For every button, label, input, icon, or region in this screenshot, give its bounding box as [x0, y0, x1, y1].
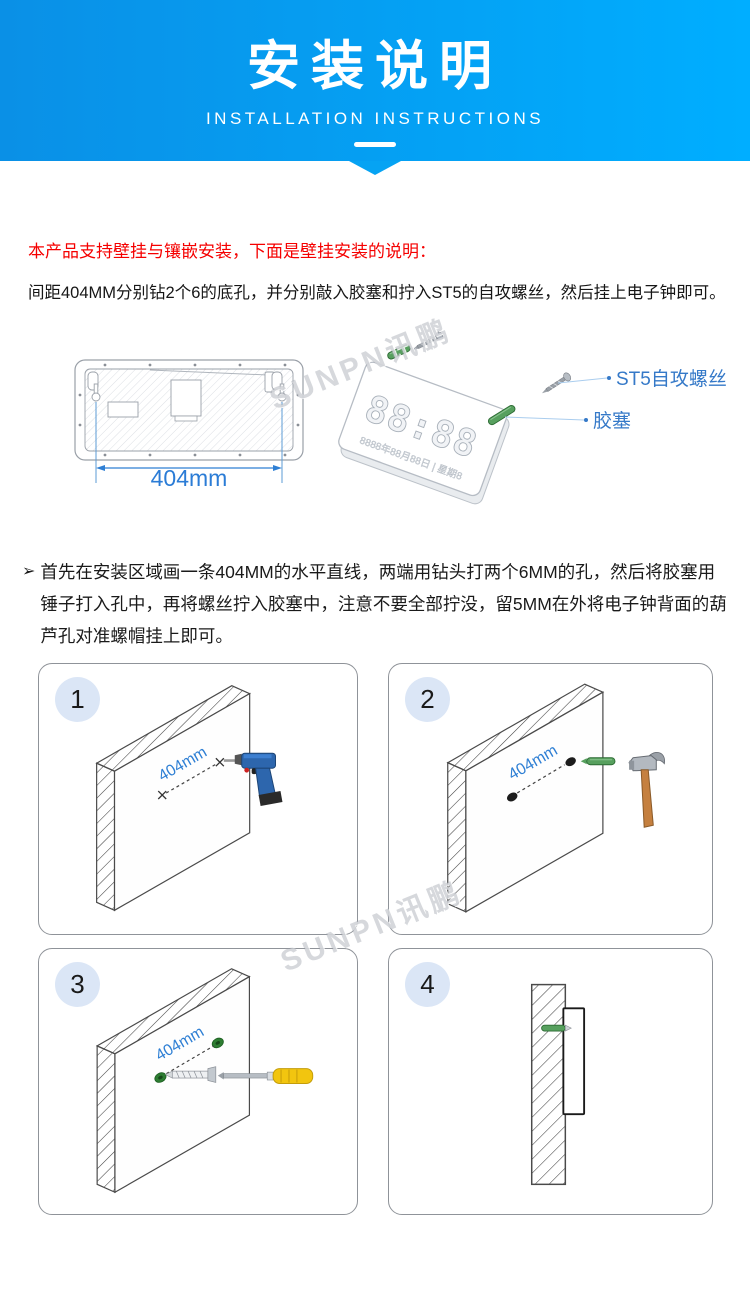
drilled-hole: [565, 757, 576, 767]
keyhole-left: [91, 383, 101, 402]
bullet-arrow-icon: ➢: [22, 563, 36, 580]
hammer-icon: [628, 752, 666, 828]
installed-anchor: [211, 1037, 224, 1049]
step-panels-grid: 1 404mm: [38, 663, 713, 1215]
step-number: 1: [55, 677, 100, 722]
drilled-hole: [507, 792, 518, 802]
step-panel-1: 1 404mm: [38, 663, 358, 935]
page-subtitle: INSTALLATION INSTRUCTIONS: [205, 109, 545, 128]
step-number: 4: [405, 962, 450, 1007]
dimension-label: 404mm: [151, 465, 228, 491]
wall-graphic: [95, 968, 251, 1194]
steps-note: ➢ 首先在安装区域画一条404MM的水平直线，两端用钻头打两个6MM的孔，然后将…: [22, 556, 730, 652]
anchor-plug-icon: [387, 344, 411, 360]
plug-callout: 胶塞: [504, 410, 631, 432]
screw-callout: ST5自攻螺丝: [557, 368, 727, 390]
drill-note: 间距404MM分别钻2个6的底孔，并分别敲入胶塞和拧入ST5的自攻螺丝，然后挂上…: [28, 284, 726, 302]
keyhole-right: [277, 383, 287, 402]
step-illustration-2: 404mm: [446, 683, 666, 913]
anchor-plug-icon: [488, 405, 516, 426]
step-illustration-3: 404mm: [95, 968, 314, 1194]
plug-label: 胶塞: [593, 410, 631, 432]
wall-section-graphic: [530, 983, 567, 1186]
screw-icon: [164, 1066, 217, 1083]
step-illustration-1: 404mm: [95, 685, 283, 912]
wall-graphic: [95, 685, 251, 912]
steps-note-text: 首先在安装区域画一条404MM的水平直线，两端用钻头打两个6MM的孔，然后将胶塞…: [40, 562, 727, 646]
page-header: 安装说明 INSTALLATION INSTRUCTIONS: [0, 0, 750, 161]
back-screw-dots: [78, 363, 300, 457]
title-underline: [354, 142, 396, 147]
step-panel-2: 2 404mm: [388, 663, 713, 935]
wall-graphic: [446, 683, 605, 913]
step-number: 3: [55, 962, 100, 1007]
anchor-plug-icon: [580, 757, 616, 766]
drill-icon: [223, 752, 283, 806]
anchor-plug-icon: [541, 1024, 572, 1032]
step-panel-4: 4: [388, 948, 713, 1215]
step-illustration-4: [530, 983, 586, 1186]
drill-marks: [157, 757, 225, 800]
sensor-wire: [149, 369, 269, 376]
screw-label: ST5自攻螺丝: [616, 368, 727, 390]
step-panel-3: 3: [38, 948, 358, 1215]
clock-front-view: 88:88 8888年88月88日 | 星期8: [338, 361, 510, 505]
back-view-dimension: 404mm: [95, 402, 283, 491]
support-note: 本产品支持壁挂与镶嵌安装，下面是壁挂安装的说明：: [28, 242, 436, 261]
clock-side-view: [562, 1007, 586, 1116]
step-number: 2: [405, 677, 450, 722]
clock-back-view: 404mm: [74, 359, 304, 491]
screw-icon: [412, 331, 444, 350]
page-title: 安装说明: [247, 37, 503, 96]
screwdriver-icon: [217, 1068, 314, 1084]
mounting-diagram: 404mm 88:88 8888年88月88日 | 星期8: [74, 331, 727, 505]
screw-icon: [541, 372, 572, 394]
